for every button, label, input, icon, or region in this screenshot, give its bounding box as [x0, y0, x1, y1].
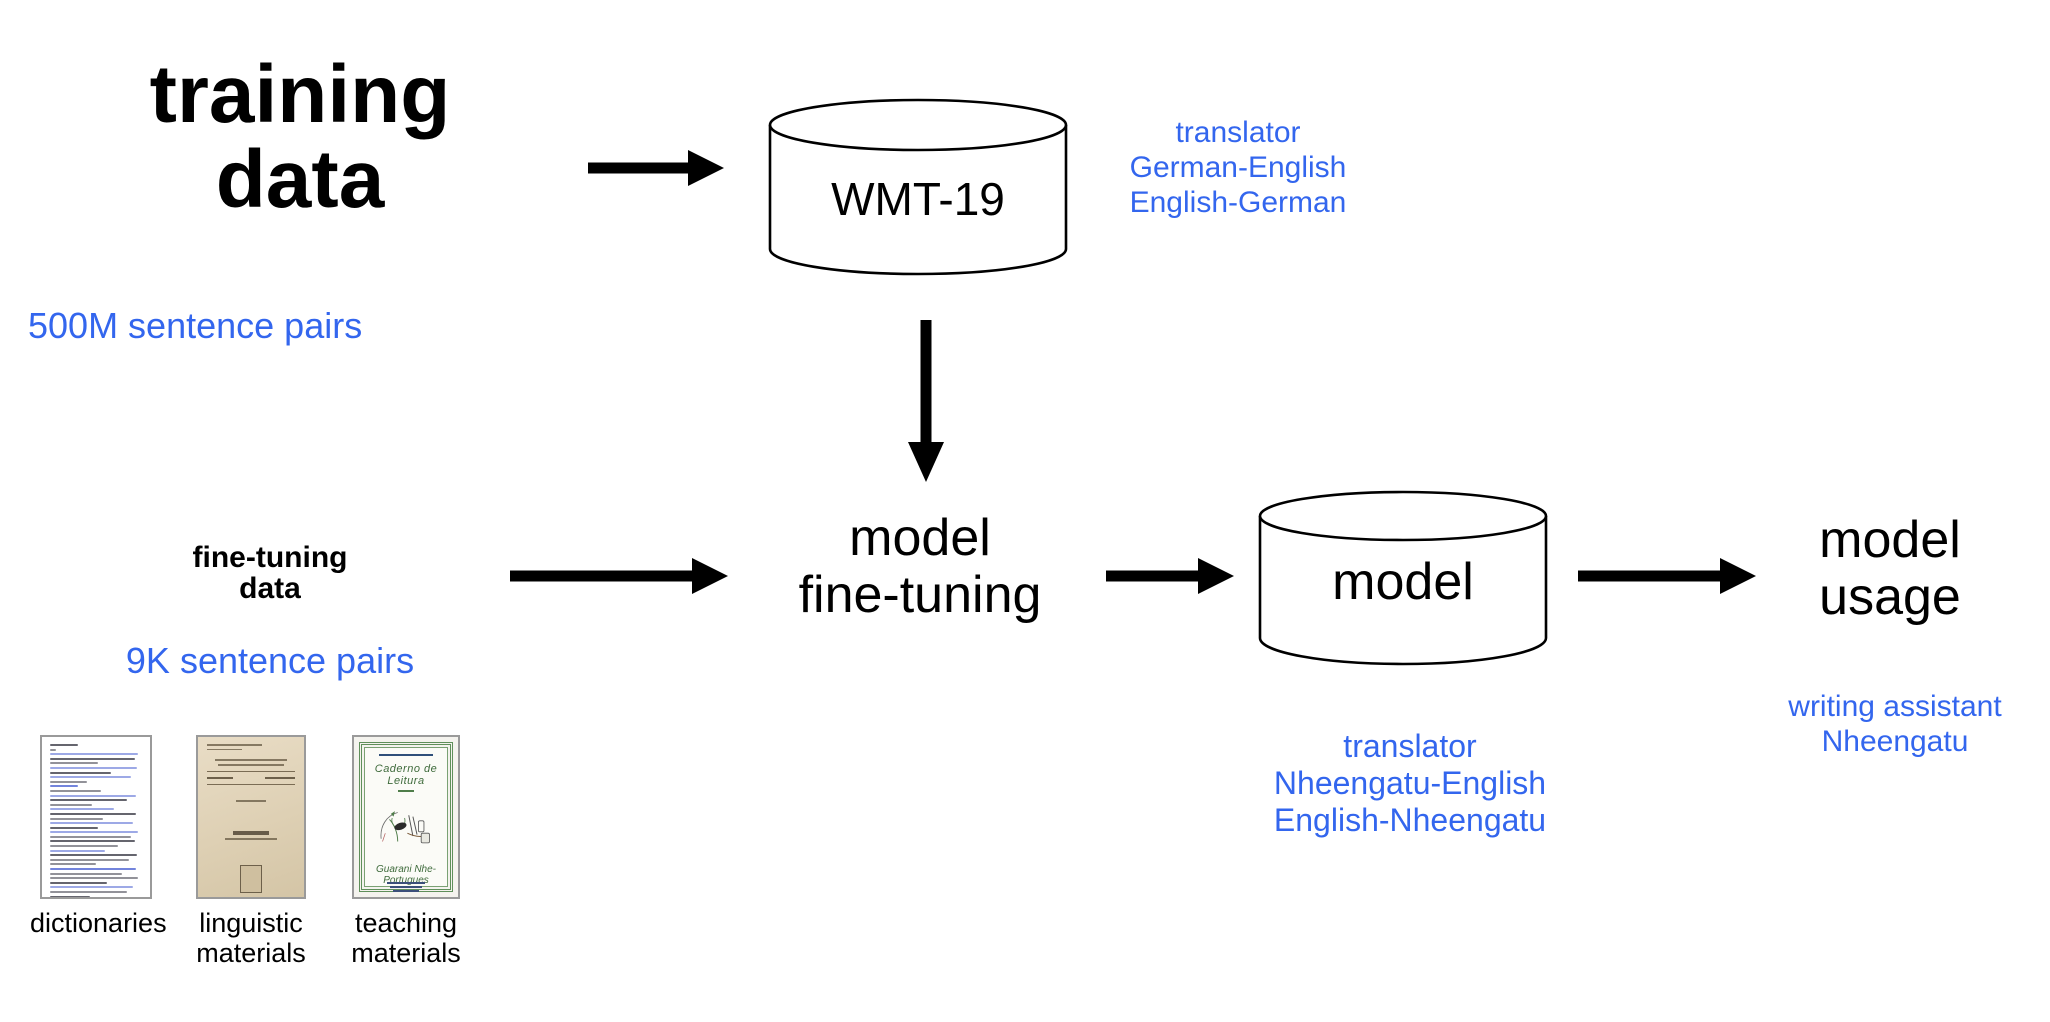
arrow-training-data-to-wmt: [586, 140, 726, 196]
teaching-book-cover-thumbnail: Caderno de Leitura: [352, 735, 460, 899]
model-usage-note: writing assistant Nheengatu: [1788, 690, 2002, 758]
training-data-title: training data: [149, 49, 451, 226]
arrow-model-finetuning-to-model: [1104, 548, 1236, 604]
source-teaching-materials: Caderno de Leitura: [340, 735, 472, 968]
source-dictionaries: dictionaries: [30, 735, 167, 938]
wmt-19-cylinder: WMT-19: [768, 98, 1068, 276]
dictionary-page-thumbnail: [40, 735, 152, 899]
training-data-note: 500M sentence pairs: [28, 305, 363, 346]
source-linguistic-materials: linguistic materials: [185, 735, 317, 968]
linguistic-book-cover-thumbnail: [196, 735, 306, 899]
source-caption-linguistic-materials: linguistic materials: [196, 908, 306, 969]
finetuning-data-note: 9K sentence pairs: [125, 640, 415, 681]
source-caption-dictionaries: dictionaries: [30, 908, 167, 938]
source-caption-teaching-materials: teaching materials: [351, 908, 461, 969]
wmt-19-label: WMT-19: [831, 173, 1005, 225]
arrow-wmt-to-model-finetuning: [898, 318, 954, 484]
model-cylinder-label: model: [1332, 553, 1474, 611]
model-finetuning-label: model fine-tuning: [798, 509, 1042, 625]
arrow-finetuning-data-to-model-finetuning: [508, 548, 730, 604]
model-usage-label: model usage: [1819, 511, 1961, 627]
model-cylinder-note: translator Nheengatu-English English-Nhe…: [1273, 728, 1547, 839]
model-cylinder: model: [1258, 490, 1548, 666]
finetuning-data-title: fine-tuning data: [192, 541, 348, 606]
arrow-model-to-model-usage: [1576, 548, 1758, 604]
wmt-19-note: translator German-English English-German: [1129, 116, 1347, 219]
